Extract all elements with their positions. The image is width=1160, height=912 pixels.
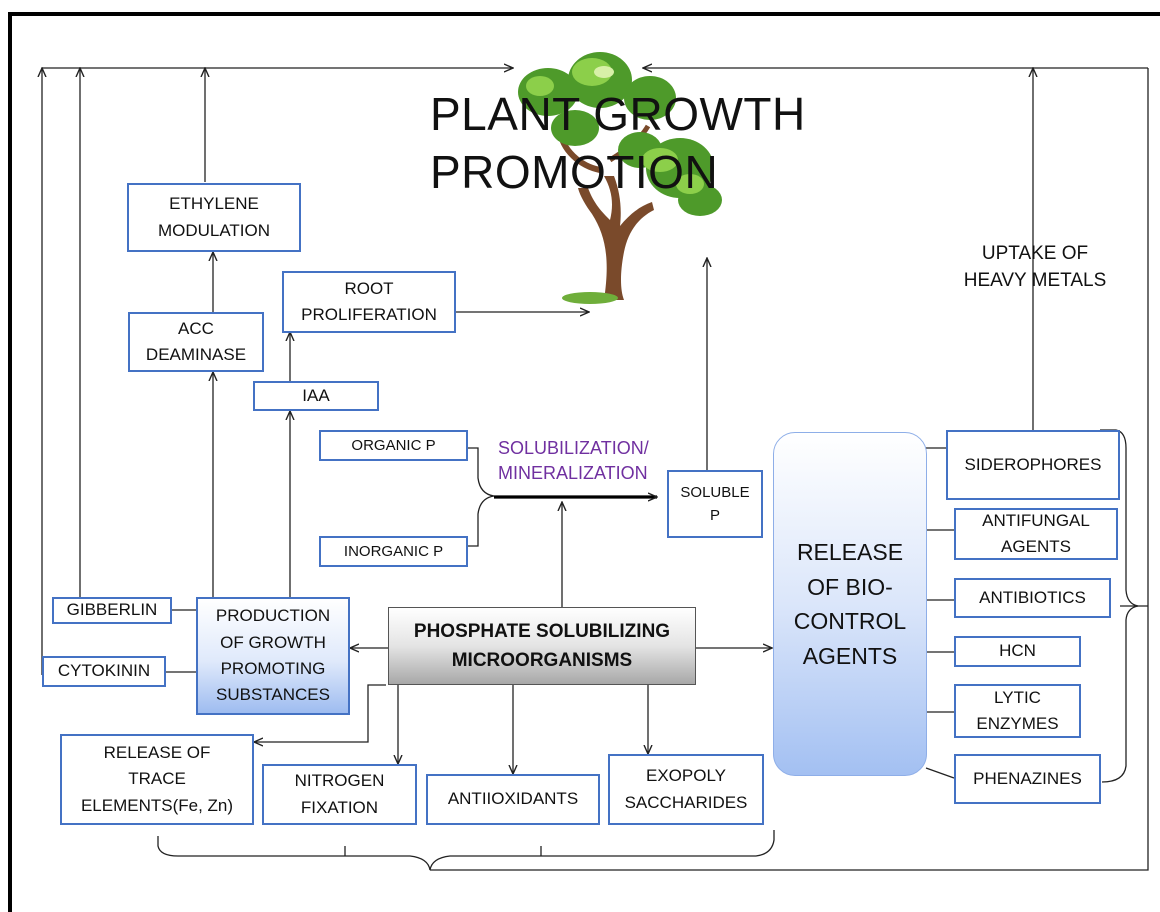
- phenazines-box: PHENAZINES: [954, 754, 1101, 804]
- organic-p-box: ORGANIC P: [319, 430, 468, 461]
- ethylene-modulation-box: ETHYLENE MODULATION: [127, 183, 301, 252]
- exopoly-saccharides-box: EXOPOLY SACCHARIDES: [608, 754, 764, 825]
- cytokinin-box: CYTOKININ: [42, 656, 166, 687]
- antibiotics-box: ANTIBIOTICS: [954, 578, 1111, 618]
- gibberlin-box: GIBBERLIN: [52, 597, 172, 624]
- diagram-title: PLANT GROWTH PROMOTION: [430, 88, 806, 198]
- antioxidants-box: ANTIIOXIDANTS: [426, 774, 600, 825]
- right-feedback-line: [430, 68, 1149, 871]
- psm-to-trace-arrow: [254, 684, 386, 742]
- growth-substances-box: PRODUCTION OF GROWTH PROMOTING SUBSTANCE…: [196, 597, 350, 715]
- antifungal-box: ANTIFUNGAL AGENTS: [954, 508, 1118, 560]
- biocontrol-box: RELEASE OF BIO- CONTROL AGENTS: [773, 432, 927, 776]
- iaa-box: IAA: [253, 381, 379, 411]
- trace-elements-box: RELEASE OF TRACE ELEMENTS(Fe, Zn): [60, 734, 254, 825]
- uptake-heavy-metals-label: UPTAKE OF HEAVY METALS: [963, 243, 1107, 291]
- acc-deaminase-box: ACC DEAMINASE: [128, 312, 264, 372]
- outer-frame: [8, 12, 1160, 912]
- solubilization-label: SOLUBILIZATION/ MINERALIZATION: [498, 438, 649, 484]
- nitrogen-fixation-box: NITROGEN FIXATION: [262, 764, 417, 825]
- root-proliferation-box: ROOT PROLIFERATION: [282, 271, 456, 333]
- psm-box: PHOSPHATE SOLUBILIZING MICROORGANISMS: [388, 607, 696, 685]
- lytic-enzymes-box: LYTIC ENZYMES: [954, 684, 1081, 738]
- hcn-box: HCN: [954, 636, 1081, 667]
- inorganic-p-box: INORGANIC P: [319, 536, 468, 567]
- siderophores-box: SIDEROPHORES: [946, 430, 1120, 500]
- bottom-bracket: [157, 830, 775, 871]
- tree-icon: [518, 52, 722, 304]
- soluble-p-box: SOLUBLE P: [667, 470, 763, 538]
